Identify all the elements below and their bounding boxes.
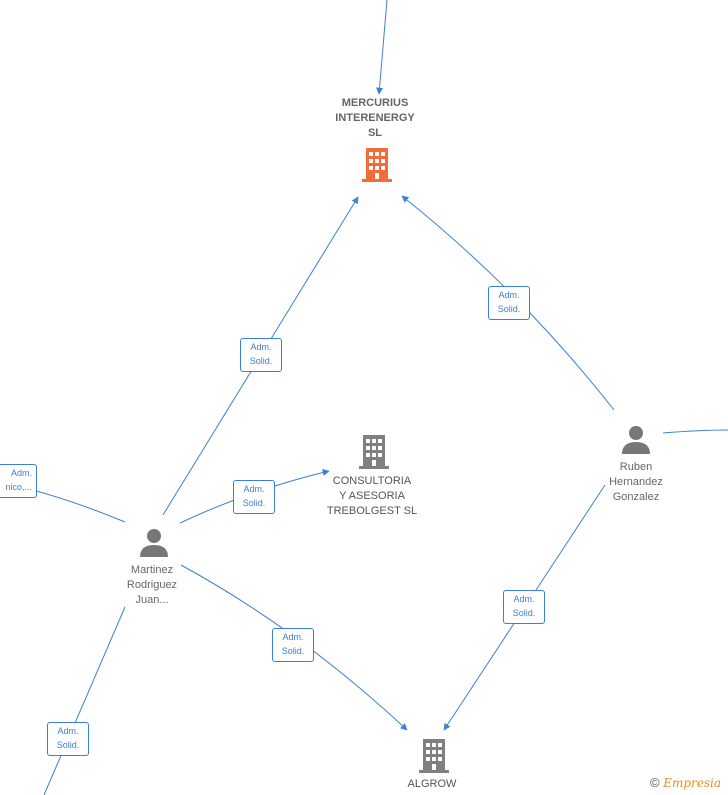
edge-label-left-bottom[interactable]: Adm. Solid. [47, 722, 89, 756]
person-icon[interactable] [139, 528, 169, 558]
edge-label-martinez-mercurius[interactable]: Adm. Solid. [240, 338, 282, 372]
ruben-label: Ruben Hernandez Gonzalez [609, 461, 663, 503]
edge-label-martinez-consultoria[interactable]: Adm. Solid. [233, 480, 275, 514]
edge-label-left-top[interactable]: Adm. nico,... [0, 464, 37, 498]
edge-label-martinez-algrow[interactable]: Adm. Solid. [272, 628, 314, 662]
building-icon[interactable] [417, 738, 451, 774]
algrow-label: ALGROW [407, 778, 457, 790]
edge-ruben-right [662, 429, 728, 434]
consultoria-label: CONSULTORIA Y ASESORIA TREBOLGEST SL [326, 475, 418, 517]
mercurius-label: MERCURIUS INTERENERGY SL [335, 97, 415, 139]
edge-left-bottom [43, 606, 126, 795]
brand-name: Empresia [663, 776, 722, 790]
building-icon[interactable] [360, 147, 394, 183]
edge-label-ruben-mercurius[interactable]: Adm. Solid. [488, 286, 530, 320]
edge-top-incoming [376, 0, 388, 95]
copyright-icon: © [650, 775, 660, 790]
person-icon[interactable] [621, 425, 651, 455]
empresia-watermark: © Empresia [650, 775, 721, 790]
building-icon[interactable] [357, 434, 391, 470]
martinez-label: Martinez Rodriguez Juan... [126, 564, 178, 606]
edge-label-ruben-algrow[interactable]: Adm. Solid. [503, 590, 545, 624]
